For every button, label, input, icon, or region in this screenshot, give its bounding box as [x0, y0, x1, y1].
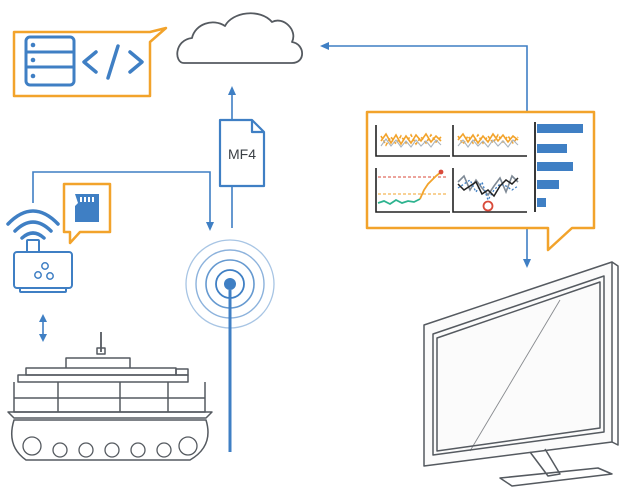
- arrow-up-to-cloud: [228, 86, 236, 95]
- mini-chart-3: [375, 168, 450, 213]
- cloud-icon: [176, 12, 304, 64]
- arrow-to-monitor: [523, 259, 531, 268]
- dashboard-callout: [365, 110, 596, 252]
- monitor-illustration: [423, 261, 619, 487]
- database-code-callout: [12, 26, 168, 98]
- vehicle-illustration: [7, 332, 213, 461]
- wifi-icon: [6, 209, 60, 240]
- mini-chart-1: [375, 125, 450, 157]
- data-logger-device: [13, 239, 73, 293]
- mf4-label: MF4: [228, 146, 256, 162]
- sd-card-icon: [75, 194, 99, 222]
- sd-card-callout: [62, 182, 112, 245]
- mini-chart-4: [452, 168, 527, 213]
- arrow-to-cloud: [320, 42, 329, 50]
- mini-chart-2: [452, 125, 527, 157]
- mf4-file-icon: MF4: [218, 118, 266, 188]
- arrow-to-tower: [206, 222, 214, 231]
- code-brackets-icon: [82, 44, 144, 80]
- radio-tower-icon: [185, 239, 275, 452]
- database-icon: [24, 35, 76, 87]
- mini-bar-chart: [534, 122, 583, 212]
